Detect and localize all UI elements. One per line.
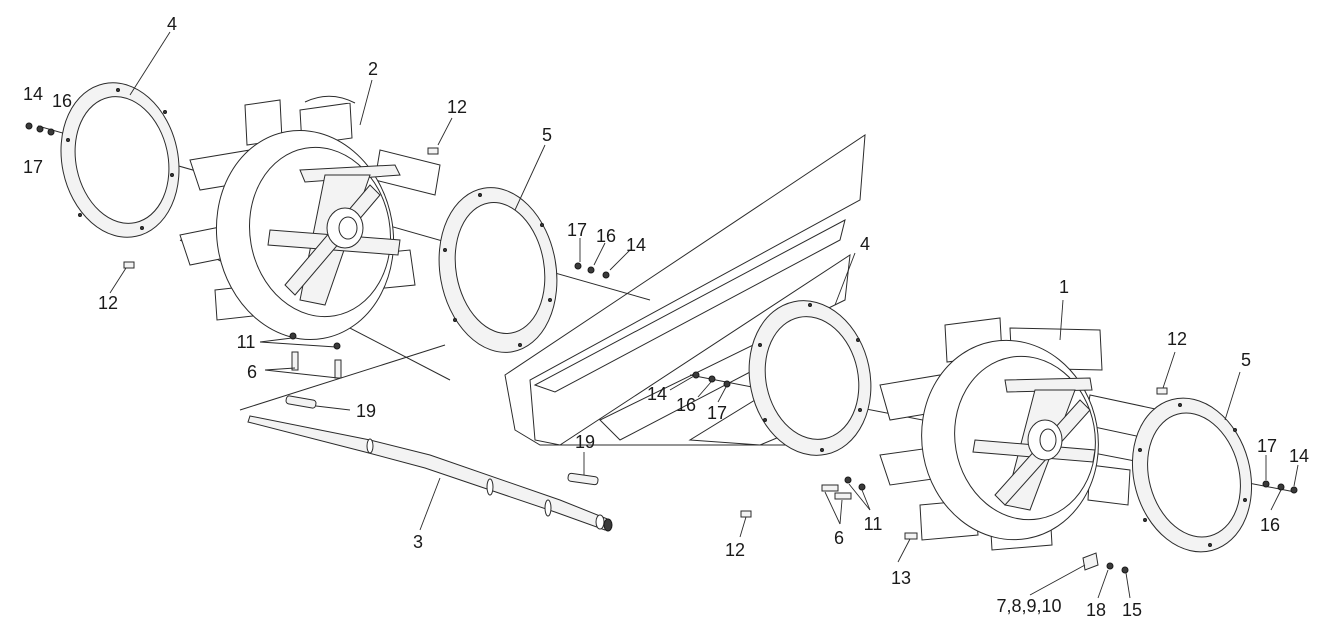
callout-19-middle: 19 (574, 432, 596, 452)
callout-3: 3 (412, 532, 424, 552)
callout-17-middle: 17 (706, 403, 728, 423)
flange-ring-left (60, 82, 180, 238)
callout-14-left: 14 (22, 84, 44, 104)
callout-16-center: 16 (595, 226, 617, 246)
callout-16-right: 16 (1259, 515, 1281, 535)
callout-18: 18 (1085, 600, 1107, 620)
callout-17-left: 17 (22, 157, 44, 177)
callout-14-right: 14 (1288, 446, 1310, 466)
callout-5-right: 5 (1240, 350, 1252, 370)
callout-19-left: 19 (355, 401, 377, 421)
callout-16-left: 16 (51, 91, 73, 111)
callout-12-bottom-right: 12 (724, 540, 746, 560)
flange-ring-right-of-left-rotor (438, 187, 558, 353)
fasteners-right (692, 371, 1298, 574)
callout-2: 2 (367, 59, 379, 79)
drive-shaft (247, 415, 613, 532)
callout-11-left: 11 (236, 332, 256, 352)
callout-12-top-left: 12 (446, 97, 468, 117)
callout-7-8-9-10: 7,8,9,10 (996, 596, 1062, 616)
callout-17-center: 17 (566, 220, 588, 240)
callout-14-center: 14 (625, 235, 647, 255)
callout-12-bottom-left: 12 (97, 293, 119, 313)
callout-4-middle: 4 (859, 234, 871, 254)
key-middle (567, 472, 599, 486)
callout-4-left: 4 (166, 14, 178, 34)
callout-11-right: 11 (863, 514, 883, 534)
callout-14-middle: 14 (646, 384, 668, 404)
rotor-paddle-wheel-right (879, 317, 1161, 551)
flange-ring-right (1131, 397, 1253, 553)
callout-12-top-right: 12 (1166, 329, 1188, 349)
fasteners-left (25, 122, 610, 379)
callout-1: 1 (1058, 277, 1070, 297)
callout-16-middle: 16 (675, 395, 697, 415)
callout-17-right: 17 (1256, 436, 1278, 456)
callout-13: 13 (890, 568, 912, 588)
rotor-paddle-wheel-left (179, 95, 441, 341)
callout-6-left: 6 (246, 362, 258, 382)
callout-15: 15 (1121, 600, 1143, 620)
flange-ring-middle (748, 300, 872, 456)
key-left (285, 395, 317, 409)
callout-5-left: 5 (541, 125, 553, 145)
leader-lines (109, 31, 1299, 599)
callout-6-right: 6 (833, 528, 845, 548)
